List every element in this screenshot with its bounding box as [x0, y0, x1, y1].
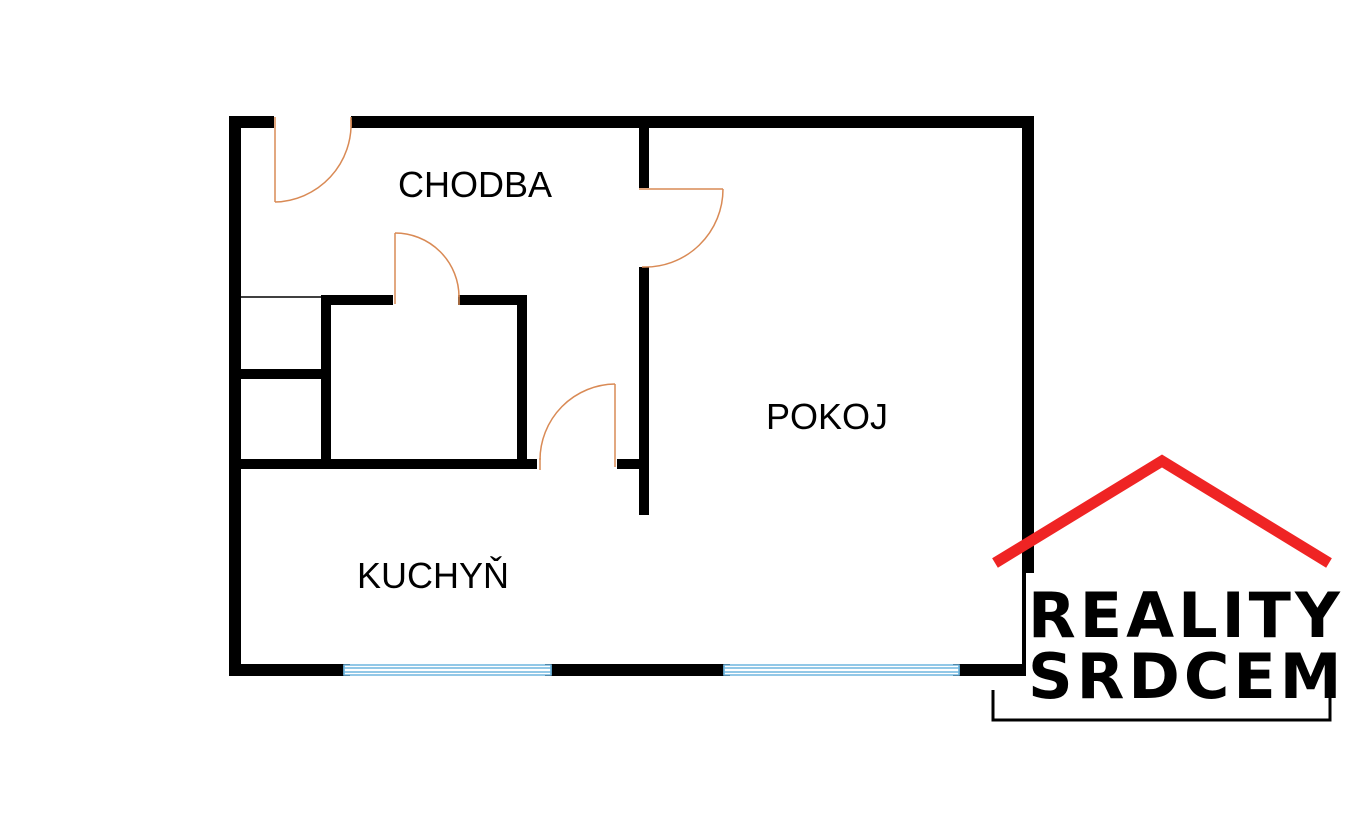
room-label-room: POKOJ	[766, 396, 888, 437]
door-kitchen	[539, 383, 616, 470]
door-entrance	[274, 117, 352, 203]
window-left	[343, 664, 552, 676]
door-bathroom	[394, 232, 460, 305]
window-right	[723, 664, 960, 676]
logo-bracket	[991, 690, 1332, 722]
doors	[274, 117, 724, 470]
windows	[343, 664, 960, 676]
logo-text-line2: SRDCEM	[1028, 640, 1345, 713]
door-room	[639, 188, 724, 268]
logo-roof-icon	[992, 454, 1332, 568]
walls	[229, 116, 1034, 676]
logo-text-line1: REALITY	[1028, 579, 1344, 652]
logo-backdrop	[1026, 573, 1326, 703]
interior-walls	[235, 122, 649, 515]
room-label-hall: CHODBA	[398, 164, 552, 205]
reality-srdcem-logo: REALITY SRDCEM	[991, 454, 1345, 722]
room-label-kitchen: KUCHYŇ	[357, 555, 509, 596]
